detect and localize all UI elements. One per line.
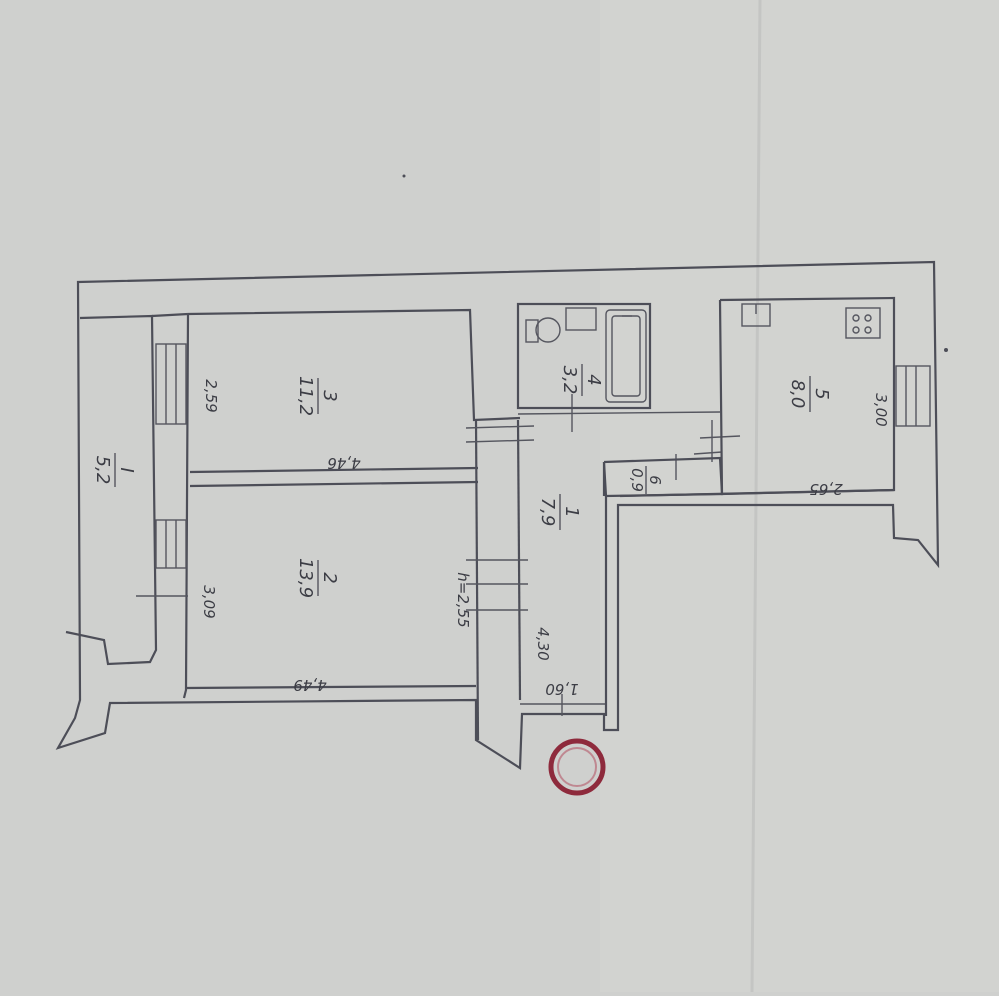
bathtub-icon (605, 309, 647, 403)
room-I-number: I (116, 467, 137, 472)
room-6-area: 0,9 (628, 468, 646, 492)
room-6-number: 6 (646, 475, 664, 485)
room-3-wall (187, 308, 521, 422)
dim-1-60: 1,60 (545, 680, 578, 698)
outer-wall (55, 260, 940, 770)
partition-corridor (474, 419, 480, 741)
sink-icon (741, 303, 771, 327)
room-2-bottom-wall (185, 684, 477, 690)
room-2-number: 2 (319, 572, 340, 583)
dim-3-00: 3,00 (872, 393, 890, 426)
room-5-area: 8,0 (787, 380, 808, 409)
room-5-number: 5 (811, 388, 832, 399)
room-1-area: 7,9 (537, 498, 558, 527)
window-lower (155, 519, 187, 569)
dim-4-30: 4,30 (534, 627, 552, 660)
partition-2-3 (189, 466, 479, 474)
room-1-number: 1 (561, 506, 582, 517)
window-upper (155, 343, 187, 425)
dim-2-65: 2,65 (809, 480, 842, 498)
dim-3-09: 3,09 (200, 585, 218, 618)
room-3-number: 3 (319, 390, 340, 401)
dim-2-59: 2,59 (202, 379, 220, 412)
room-2-area: 13,9 (295, 558, 316, 598)
room-4-number: 4 (583, 374, 604, 385)
dim-h-2-55: h=2,55 (454, 572, 472, 627)
dim-4-49: 4,49 (293, 676, 326, 694)
stamp-circle-icon (548, 738, 606, 796)
door-marks (465, 394, 741, 716)
window-kitchen (895, 365, 931, 427)
room-I-area: 5,2 (92, 456, 113, 485)
stove-icon (845, 307, 881, 339)
dim-4-46: 4,46 (327, 454, 360, 472)
toilet-icon (525, 307, 597, 343)
room-4-area: 3,2 (559, 366, 580, 395)
room-4-wall (516, 302, 652, 410)
partition-left (182, 313, 190, 699)
room-3-area: 11,2 (295, 376, 316, 416)
